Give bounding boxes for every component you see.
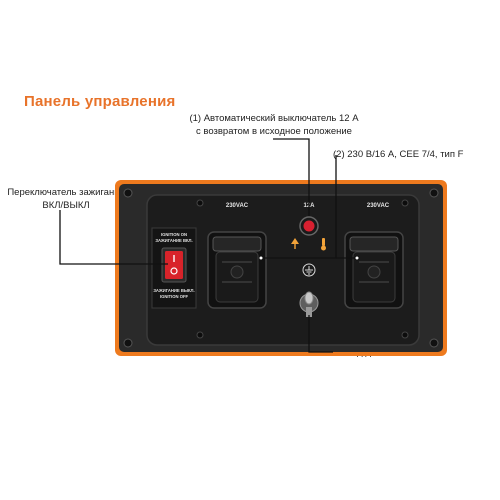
screw-icon [429, 188, 439, 198]
left-socket-label: 230VAC [226, 203, 249, 209]
breaker-callout-line2: с возвратом в исходное положение [196, 126, 352, 137]
ignition-callout-line1: Переключатель зажигания [7, 187, 125, 198]
leader-end-dot [258, 255, 264, 261]
ground-leader-line [308, 315, 333, 353]
screw-icon [123, 338, 133, 348]
screw-icon [123, 188, 133, 198]
thermometer-icon [322, 238, 325, 246]
switch-off-mark-icon [170, 267, 178, 275]
thermometer-bulb-icon [321, 245, 326, 251]
left-socket-hinge [212, 236, 262, 252]
page-title: Панель управления [24, 93, 176, 110]
ground-symbol-icon [302, 263, 316, 277]
breaker-leader-line [273, 138, 310, 216]
leader-end-dot [354, 255, 360, 261]
screw-icon [401, 331, 409, 339]
right-socket-hinge [349, 236, 399, 252]
ignition-leader-line [59, 210, 168, 265]
plug-icon [230, 265, 244, 279]
ground-terminal-bolt[interactable] [304, 291, 314, 305]
umbrella-handle-icon [294, 244, 296, 249]
breaker-callout: (1) Автоматический выключатель 12 А с во… [0, 112, 500, 138]
screw-icon [401, 199, 409, 207]
screw-icon [429, 338, 439, 348]
breaker-callout-line1: (1) Автоматический выключатель 12 А [189, 113, 359, 124]
umbrella-icon [291, 238, 299, 244]
ground-terminal-shaft [306, 307, 312, 317]
socket-callout: (2) 230 В/16 А, CEE 7/4, тип F [333, 149, 464, 160]
ignition-callout-line2: ВКЛ/ВЫКЛ [42, 200, 90, 211]
leader-lines [59, 138, 357, 353]
ignition-on-label-ru: ЗАЖИГАНИЕ ВКЛ. [155, 238, 192, 243]
plug-icon [367, 265, 381, 279]
ignition-on-label-en: IGNITION ON [161, 232, 187, 237]
screw-icon [196, 331, 204, 339]
breaker-button[interactable] [303, 220, 315, 232]
ignition-callout: Переключатель зажигания ВКЛ/ВЫКЛ [4, 186, 128, 212]
ignition-off-label-ru: ЗАЖИГАНИЕ ВЫКЛ. [153, 288, 194, 293]
right-socket-label: 230VAC [367, 203, 390, 209]
ignition-off-label-en: IGNITION OFF [160, 294, 189, 299]
screw-icon [196, 199, 204, 207]
ignition-switch[interactable] [165, 251, 183, 279]
